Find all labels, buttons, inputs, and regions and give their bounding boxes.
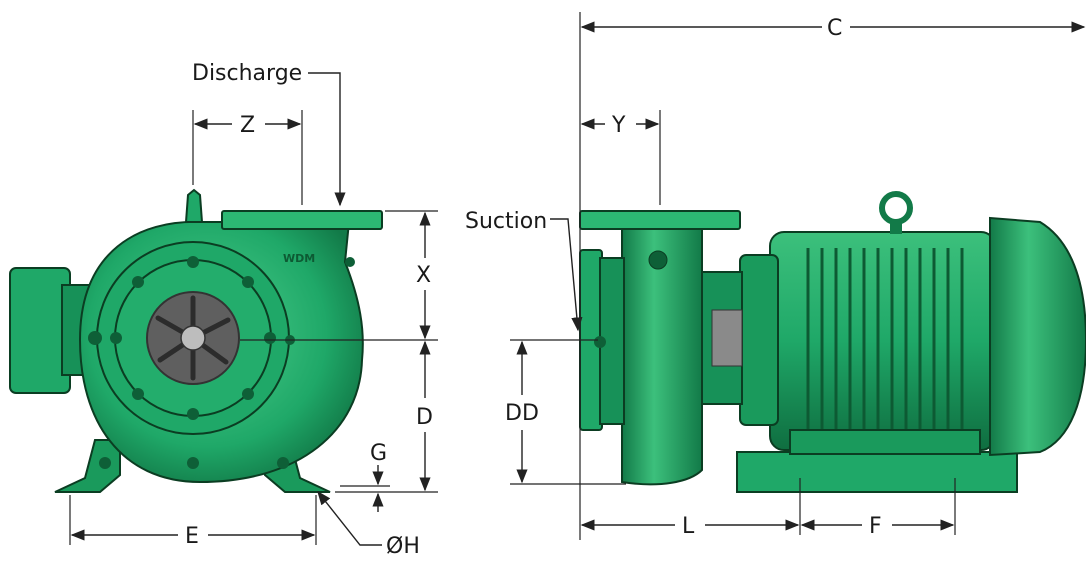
pump-side-view: [579, 191, 1086, 493]
fan-cover: [989, 216, 1086, 457]
dim-dd-label: DD: [505, 401, 539, 426]
dim-e-label: E: [185, 524, 199, 549]
dimension-lines: [69, 12, 1086, 546]
dim-f-label: F: [869, 514, 882, 539]
dim-g-label: G: [370, 441, 387, 466]
front-lifting-lug: [184, 188, 204, 223]
dim-z-label: Z: [240, 113, 255, 138]
dim-c-label: C: [827, 16, 842, 41]
discharge-flange-side: [579, 210, 741, 230]
coupling-shaft: [711, 309, 743, 367]
flange-bolts: [88, 256, 355, 469]
dim-x-label: X: [416, 263, 431, 288]
dim-l-label: L: [682, 514, 695, 539]
discharge-label: Discharge: [192, 61, 302, 86]
motor-front-flange: [739, 254, 779, 426]
pump-front-view: WDM: [9, 188, 383, 493]
volute-side: [621, 227, 703, 486]
motor-lifting-post: [890, 220, 902, 234]
casing-boss: [648, 250, 668, 270]
dim-h-label: ØH: [386, 534, 420, 558]
motor-lifting-eye: [879, 191, 913, 225]
motor-fins: [806, 248, 964, 438]
motor-feet: [789, 429, 981, 455]
impeller-hub: [180, 325, 206, 351]
brand-mark: WDM: [283, 252, 315, 265]
dim-d-label: D: [416, 405, 433, 430]
dim-y-label: Y: [611, 113, 626, 138]
suction-label: Suction: [465, 209, 547, 234]
motor-base: [736, 451, 1018, 493]
discharge-flange: [221, 210, 383, 230]
